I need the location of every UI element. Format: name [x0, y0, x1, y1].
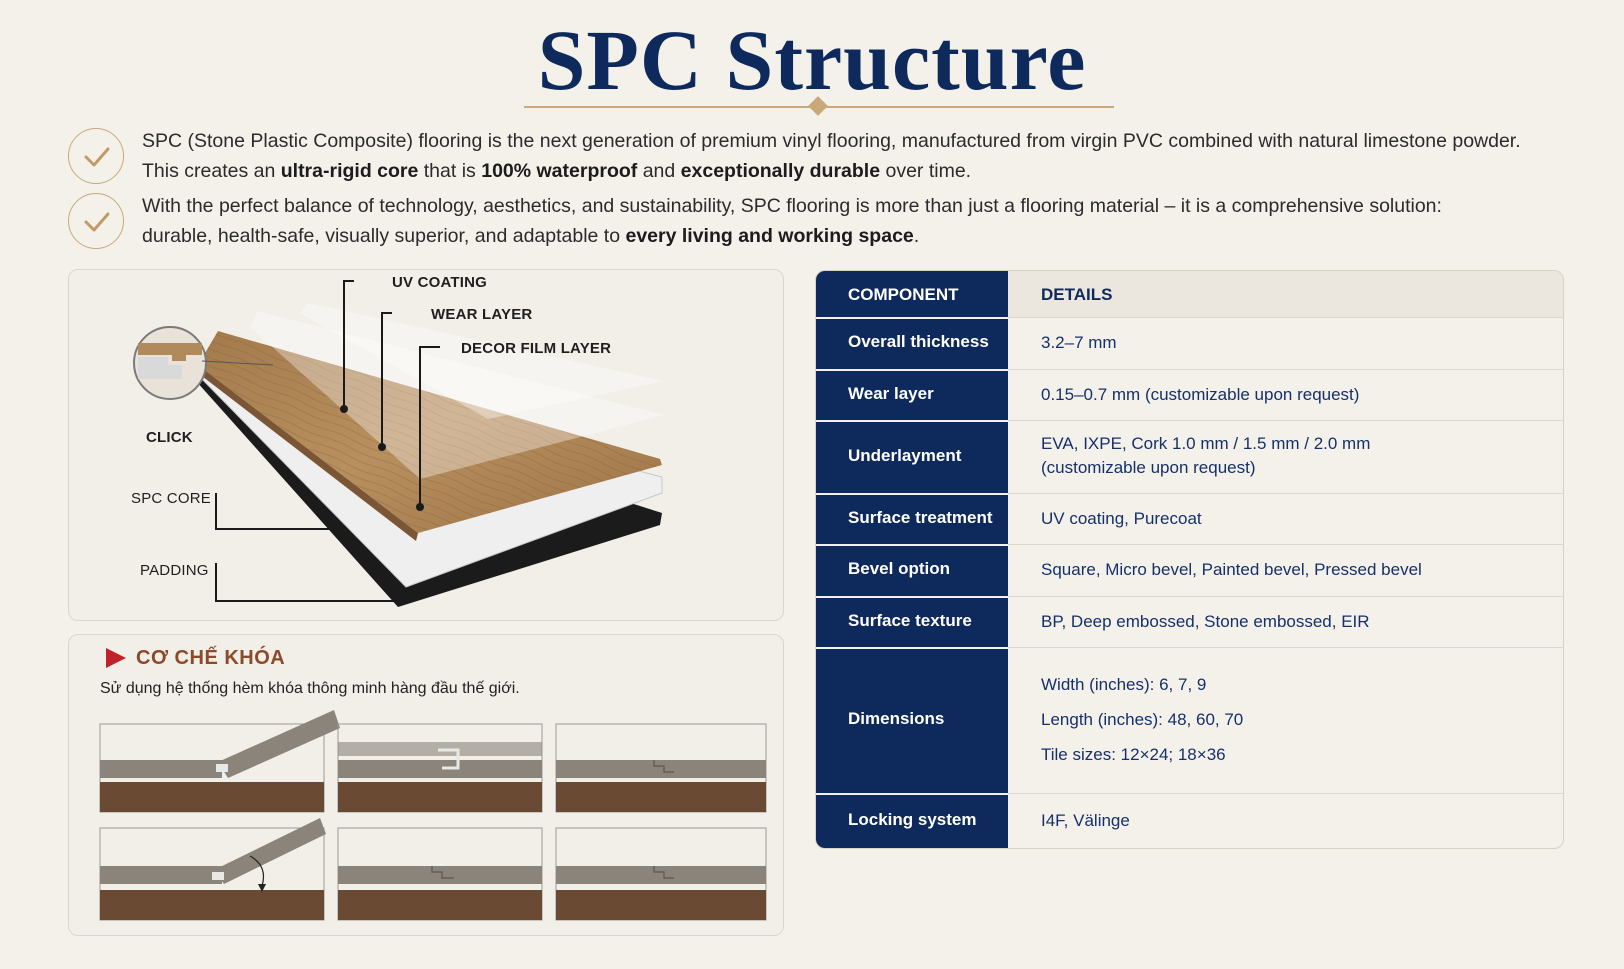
spc-plank-illustration — [133, 280, 664, 607]
label-decor-film: DECOR FILM LAYER — [461, 340, 612, 357]
header-component: COMPONENT — [848, 285, 959, 304]
row-label: Underlayment — [848, 446, 962, 465]
row-label: Wear layer — [848, 384, 934, 403]
table-row: Surface treatment UV coating, Purecoat — [816, 493, 1563, 544]
intro-run: over time. — [880, 160, 972, 182]
intro-run: . — [913, 225, 920, 247]
lock-step-4 — [99, 818, 326, 921]
row-detail: Length (inches): 48, 60, 70 — [1041, 710, 1244, 729]
intro-text-2: With the perfect balance of technology, … — [142, 191, 1592, 251]
label-uv-coating: UV COATING — [392, 274, 488, 291]
table-row: Surface texture BP, Deep embossed, Stone… — [816, 596, 1563, 647]
table-row: Overall thickness 3.2–7 mm — [816, 317, 1563, 369]
row-label: Dimensions — [848, 709, 945, 728]
intro-text-1: SPC (Stone Plastic Composite) flooring i… — [142, 126, 1592, 186]
play-arrow-icon — [106, 648, 126, 668]
table-row: Bevel option Square, Micro bevel, Painte… — [816, 544, 1563, 596]
component-column — [816, 271, 1008, 848]
specification-table: COMPONENT DETAILS Overall thickness 3.2–… — [815, 270, 1564, 849]
label-click: CLICK — [146, 429, 193, 446]
row-detail: BP, Deep embossed, Stone embossed, EIR — [1041, 612, 1370, 631]
row-label: Locking system — [848, 810, 977, 829]
lock-step-2 — [337, 723, 543, 813]
header-details: DETAILS — [1041, 285, 1113, 304]
table-row: Locking system I4F, Välinge — [816, 793, 1563, 848]
lock-step-6 — [555, 827, 767, 921]
locking-subtitle: Sử dụng hệ thống hèm khóa thông minh hàn… — [100, 680, 520, 697]
row-detail: Square, Micro bevel, Painted bevel, Pres… — [1041, 560, 1422, 579]
lock-step-1 — [99, 710, 340, 813]
locking-title: CƠ CHẾ KHÓA — [136, 647, 286, 669]
check-icon — [68, 193, 124, 249]
intro-run: durable, health-safe, visually superior,… — [142, 225, 626, 247]
row-label: Overall thickness — [848, 332, 989, 351]
row-detail: 0.15–0.7 mm (customizable upon request) — [1041, 385, 1360, 404]
row-label: Surface texture — [848, 611, 972, 630]
table-row: Wear layer 0.15–0.7 mm (customizable upo… — [816, 369, 1563, 420]
intro-emphasis: exceptionally durable — [680, 160, 881, 182]
row-detail: 3.2–7 mm — [1041, 333, 1117, 352]
intro-emphasis: every living and working space — [625, 225, 914, 247]
label-wear-layer: WEAR LAYER — [431, 306, 533, 323]
uv-coating-layer — [300, 303, 664, 419]
wear-layer — [250, 311, 664, 479]
intro-run: SPC (Stone Plastic Composite) flooring i… — [142, 130, 1521, 152]
page-title: SPC Structure — [537, 12, 1087, 108]
table-row: Dimensions Width (inches): 6, 7, 9 Lengt… — [816, 647, 1563, 793]
row-label: Bevel option — [848, 559, 951, 578]
row-label: Surface treatment — [848, 508, 993, 527]
label-padding: PADDING — [140, 562, 209, 579]
table-row: Underlayment EVA, IXPE, Cork 1.0 mm / 1.… — [816, 420, 1563, 493]
row-detail: I4F, Välinge — [1041, 811, 1130, 830]
row-detail: UV coating, Purecoat — [1041, 509, 1202, 528]
intro-run: With the perfect balance of technology, … — [142, 195, 1442, 217]
row-detail: (customizable upon request) — [1041, 458, 1256, 477]
intro-run: that is — [418, 160, 482, 182]
intro-emphasis: ultra-rigid core — [280, 160, 419, 182]
row-detail: Width (inches): 6, 7, 9 — [1041, 675, 1207, 694]
label-spc-core: SPC CORE — [131, 490, 211, 507]
locking-steps-illustration — [99, 710, 767, 921]
table-header-details-bg — [1008, 271, 1563, 317]
lock-step-5 — [337, 827, 543, 921]
row-detail: EVA, IXPE, Cork 1.0 mm / 1.5 mm / 2.0 mm — [1041, 434, 1371, 453]
lock-step-3 — [555, 723, 767, 813]
intro-run: This creates an — [142, 160, 281, 182]
intro-emphasis: 100% waterproof — [481, 160, 638, 182]
intro-run: and — [637, 160, 681, 182]
check-icon — [68, 128, 124, 184]
row-detail: Tile sizes: 12×24; 18×36 — [1041, 745, 1226, 764]
